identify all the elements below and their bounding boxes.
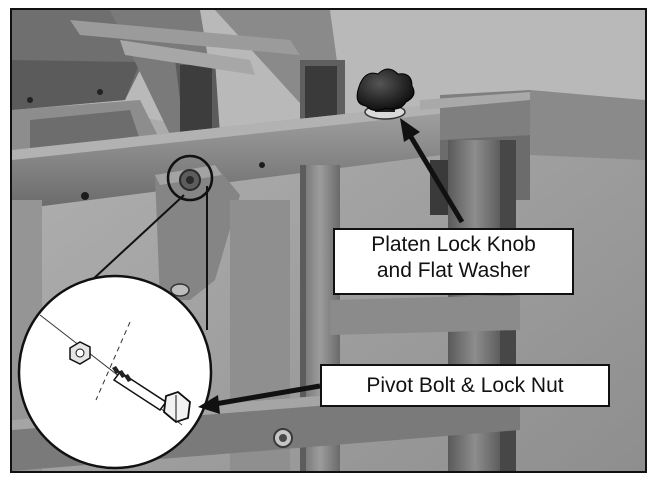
pivot-bracket: [155, 165, 240, 300]
arrow-to-pivot: [198, 383, 321, 414]
platen-label-line2: and Flat Washer: [376, 259, 531, 282]
platen-label-line1: Platen Lock Knob: [371, 233, 536, 256]
pivot-zoom-ring: [166, 154, 214, 202]
arrow-to-knob: [400, 118, 465, 224]
pivot-detail-inset: [17, 274, 213, 470]
pivot-bolt-label: Pivot Bolt & Lock Nut: [320, 364, 610, 407]
frame-top-rail: [12, 95, 520, 210]
lock-nut-icon: [69, 341, 91, 365]
platen-lock-knob-label: Platen Lock Knob and Flat Washer: [333, 228, 574, 295]
lock-knob-icon: [356, 68, 415, 120]
pivot-label-text: Pivot Bolt & Lock Nut: [366, 374, 564, 397]
pivot-bolt-icon: [112, 366, 191, 424]
